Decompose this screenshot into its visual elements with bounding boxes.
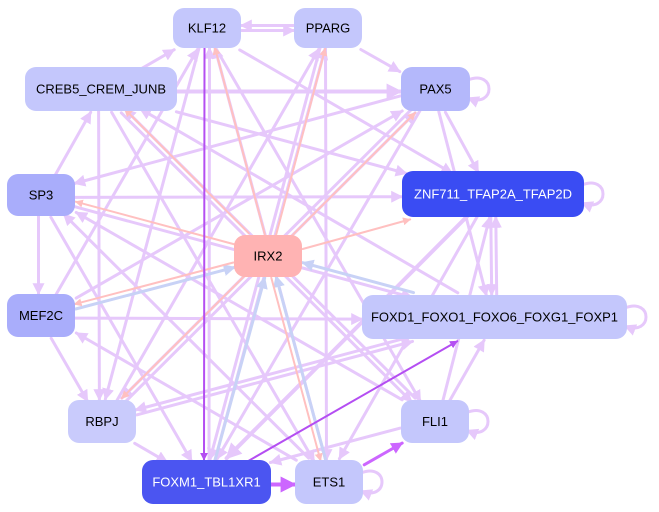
edge-znf711-to-foxd1 (485, 215, 498, 297)
edge-foxm1-to-klf12 (203, 46, 216, 462)
node-rbpj[interactable]: RBPJ (68, 400, 136, 443)
edge-rbpj-to-foxd1 (135, 338, 414, 417)
edge-sp3-to-creb5 (53, 110, 93, 177)
edge-foxd1-to-irx2 (301, 259, 415, 295)
edge-irx2-to-pax5 (289, 111, 417, 238)
node-label: PPARG (306, 21, 351, 36)
edge-klf12-to-foxm1 (200, 47, 209, 461)
edge-irx2-to-pparg (274, 47, 328, 237)
node-irx2[interactable]: IRX2 (234, 235, 302, 277)
self-loop-foxd1 (623, 304, 648, 336)
node-box (68, 400, 136, 443)
node-box (173, 8, 241, 48)
edge-pax5-to-sp3 (72, 94, 402, 187)
node-box (25, 67, 177, 111)
edge-pparg-to-pax5 (359, 48, 402, 74)
edge-pparg-to-ets1 (320, 46, 333, 462)
node-box (7, 294, 75, 337)
node-label: FLI1 (422, 414, 448, 429)
self-loop-pax5 (466, 76, 491, 108)
edge-irx2-to-rbpj (120, 274, 247, 400)
node-label: SP3 (29, 188, 54, 203)
edge-foxd1-to-znf711 (489, 215, 502, 297)
edge-creb5-to-klf12 (139, 48, 176, 71)
self-loop-layer (359, 76, 648, 501)
node-label: ETS1 (313, 475, 346, 490)
edge-rbpj-to-foxm1 (133, 441, 169, 464)
node-ets1[interactable]: ETS1 (295, 460, 363, 504)
node-sp3[interactable]: SP3 (7, 174, 75, 216)
node-box (295, 460, 363, 504)
node-fli1[interactable]: FLI1 (401, 400, 469, 443)
node-znf711[interactable]: ZNF711_TFAP2A_TFAP2D (402, 171, 584, 217)
edge-mef2c-to-rbpj (49, 336, 89, 403)
node-box (402, 171, 584, 217)
node-label: FOXM1_TBL1XR1 (152, 475, 260, 490)
node-label: MEF2C (19, 308, 63, 323)
edge-ets1-to-sp3 (62, 212, 311, 460)
node-box (7, 174, 75, 216)
edge-irx2-to-klf12 (212, 46, 266, 236)
edge-irx2-to-mef2c (73, 261, 235, 307)
edge-ets1-to-fli1 (362, 441, 404, 467)
node-label: PAX5 (419, 82, 451, 97)
node-label: KLF12 (188, 21, 226, 36)
node-foxm1[interactable]: FOXM1_TBL1XR1 (142, 460, 271, 504)
node-pparg[interactable]: PPARG (294, 8, 362, 48)
node-label: RBPJ (85, 414, 118, 429)
edge-foxm1-to-irx2 (213, 276, 268, 463)
node-box (234, 235, 302, 277)
edge-rbpj-to-pparg (115, 47, 321, 403)
edge-mef2c-to-pax5 (74, 109, 404, 300)
edge-irx2-to-creb5 (123, 108, 250, 235)
edge-foxm1-to-foxd1 (245, 340, 459, 464)
edge-creb5-to-rbpj (93, 109, 106, 402)
node-box (362, 295, 627, 339)
node-foxd1[interactable]: FOXD1_FOXO1_FOXO6_FOXG1_FOXP1 (362, 295, 627, 339)
node-box (401, 400, 469, 443)
edge-fli1-to-foxm1 (268, 426, 402, 466)
edge-ets1-to-irx2 (273, 274, 327, 461)
edge-irx2-to-znf711 (301, 217, 412, 250)
node-label: IRX2 (254, 249, 283, 264)
node-creb5[interactable]: CREB5_CREM_JUNB (25, 67, 177, 111)
edge-fli1-to-sp3 (74, 210, 404, 402)
node-klf12[interactable]: KLF12 (173, 8, 241, 48)
self-loop-znf711 (580, 181, 605, 213)
node-box (294, 8, 362, 48)
edge-creb5-to-znf711 (174, 110, 408, 177)
self-loop-ets1 (359, 469, 384, 501)
edge-klf12-to-rbpj (102, 45, 201, 401)
node-box (142, 460, 271, 504)
self-loop-fli1 (465, 409, 490, 441)
edge-irx2-to-sp3 (74, 199, 236, 246)
node-label: ZNF711_TFAP2A_TFAP2D (414, 187, 572, 202)
edge-pax5-to-znf711 (443, 110, 480, 174)
node-pax5[interactable]: PAX5 (401, 67, 470, 111)
node-label: FOXD1_FOXO1_FOXO6_FOXG1_FOXP1 (371, 310, 618, 325)
edge-mef2c-to-irx2 (74, 264, 237, 311)
node-label: CREB5_CREM_JUNB (36, 82, 166, 97)
edge-irx2-to-ets1 (270, 276, 323, 462)
edge-foxd1-to-creb5 (138, 107, 460, 295)
node-mef2c[interactable]: MEF2C (7, 294, 75, 337)
node-box (401, 67, 470, 111)
edge-foxd1-to-rbpj (133, 335, 413, 414)
edge-sp3-to-znf711 (73, 190, 404, 203)
edge-mef2c-to-foxd1 (73, 313, 364, 326)
edge-fli1-to-foxd1 (447, 338, 486, 403)
